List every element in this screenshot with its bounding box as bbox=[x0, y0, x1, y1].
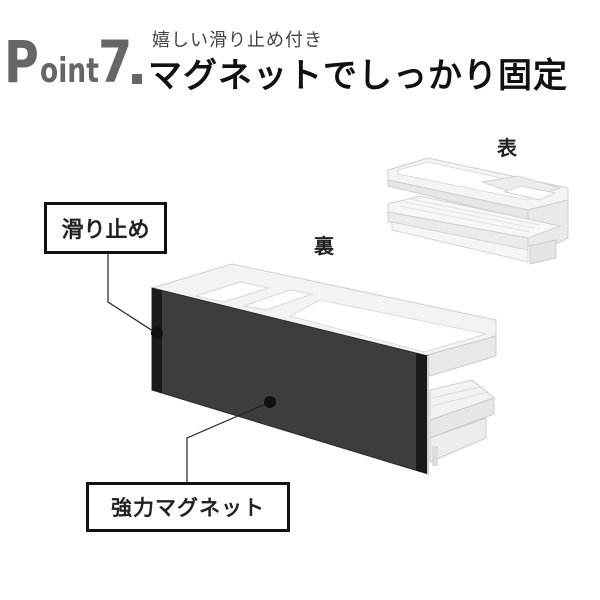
front-view-label: 表 bbox=[497, 136, 517, 160]
anti-slip-callout: 滑り止め bbox=[44, 202, 167, 254]
back-view-rack bbox=[151, 263, 497, 475]
point-logo: P oint 7 bbox=[4, 28, 142, 96]
page-title: マグネットでしっかり固定 bbox=[148, 56, 568, 96]
strong-magnet-callout: 強力マグネット bbox=[86, 482, 290, 532]
point-dot bbox=[132, 74, 142, 84]
callout-lines bbox=[107, 254, 276, 482]
back-view-label: 裏 bbox=[314, 234, 334, 258]
point-logo-p: P bbox=[4, 28, 39, 96]
subtitle: 嬉しい滑り止め付き bbox=[152, 30, 323, 51]
front-view-rack bbox=[387, 157, 569, 265]
